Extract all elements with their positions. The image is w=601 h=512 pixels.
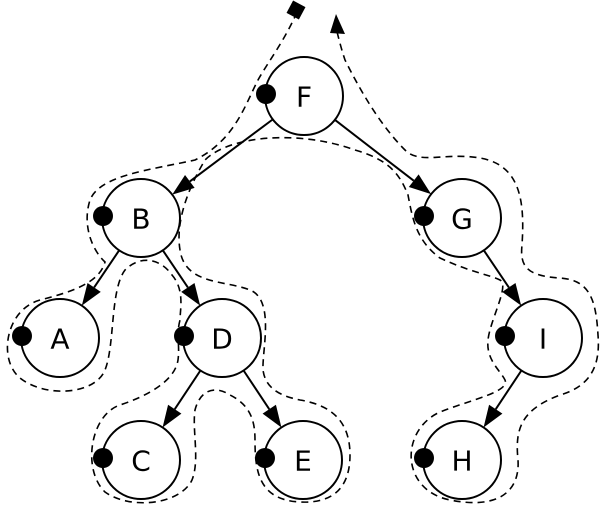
visit-marker-dot xyxy=(414,448,434,468)
visit-marker-dot xyxy=(93,448,113,468)
node-label: G xyxy=(451,203,473,236)
node-E: E xyxy=(255,420,343,500)
visit-marker-dot xyxy=(93,206,113,226)
node-G: G xyxy=(414,178,502,258)
visit-marker-dot xyxy=(174,326,194,346)
node-label: F xyxy=(296,81,312,114)
visit-marker-dot xyxy=(414,206,434,226)
traversal-contour xyxy=(6,11,600,504)
edge-arrowhead-B-D xyxy=(181,282,201,306)
edge-arrowhead-D-E xyxy=(262,404,282,428)
edge-D-C xyxy=(173,369,202,410)
edges-layer xyxy=(81,118,523,428)
edge-B-A xyxy=(93,249,121,288)
node-label: B xyxy=(131,203,150,236)
node-label: C xyxy=(131,445,151,478)
node-D: D xyxy=(174,298,262,378)
traversal-start-marker xyxy=(286,0,306,20)
visit-marker-dot xyxy=(255,448,275,468)
node-label: E xyxy=(294,445,312,478)
edge-G-I xyxy=(482,249,510,288)
node-A: A xyxy=(12,298,100,378)
edge-F-B xyxy=(189,118,274,183)
edge-I-H xyxy=(494,369,523,410)
traversal-end-arrow-icon xyxy=(330,14,345,34)
visit-marker-dot xyxy=(256,84,276,104)
edge-arrowhead-F-G xyxy=(408,174,432,195)
edge-arrowhead-I-H xyxy=(483,404,503,428)
node-label: D xyxy=(211,323,233,356)
edge-D-E xyxy=(242,369,271,410)
node-B: B xyxy=(93,178,181,258)
node-F: F xyxy=(256,56,344,136)
visit-marker-dot xyxy=(12,326,32,346)
node-label: A xyxy=(50,323,69,356)
node-H: H xyxy=(414,420,502,500)
node-label: H xyxy=(451,445,472,478)
node-I: I xyxy=(495,298,583,378)
edge-arrowhead-G-I xyxy=(502,282,522,306)
visit-marker-dot xyxy=(495,326,515,346)
edge-arrowhead-F-B xyxy=(172,175,195,195)
nodes-layer: F B G A D I C E H xyxy=(12,56,583,500)
edge-F-G xyxy=(334,119,415,182)
edge-B-D xyxy=(161,249,189,288)
node-C: C xyxy=(93,420,181,500)
node-label: I xyxy=(539,323,547,356)
edge-arrowhead-B-A xyxy=(81,282,101,306)
edge-arrowhead-D-C xyxy=(162,404,182,428)
